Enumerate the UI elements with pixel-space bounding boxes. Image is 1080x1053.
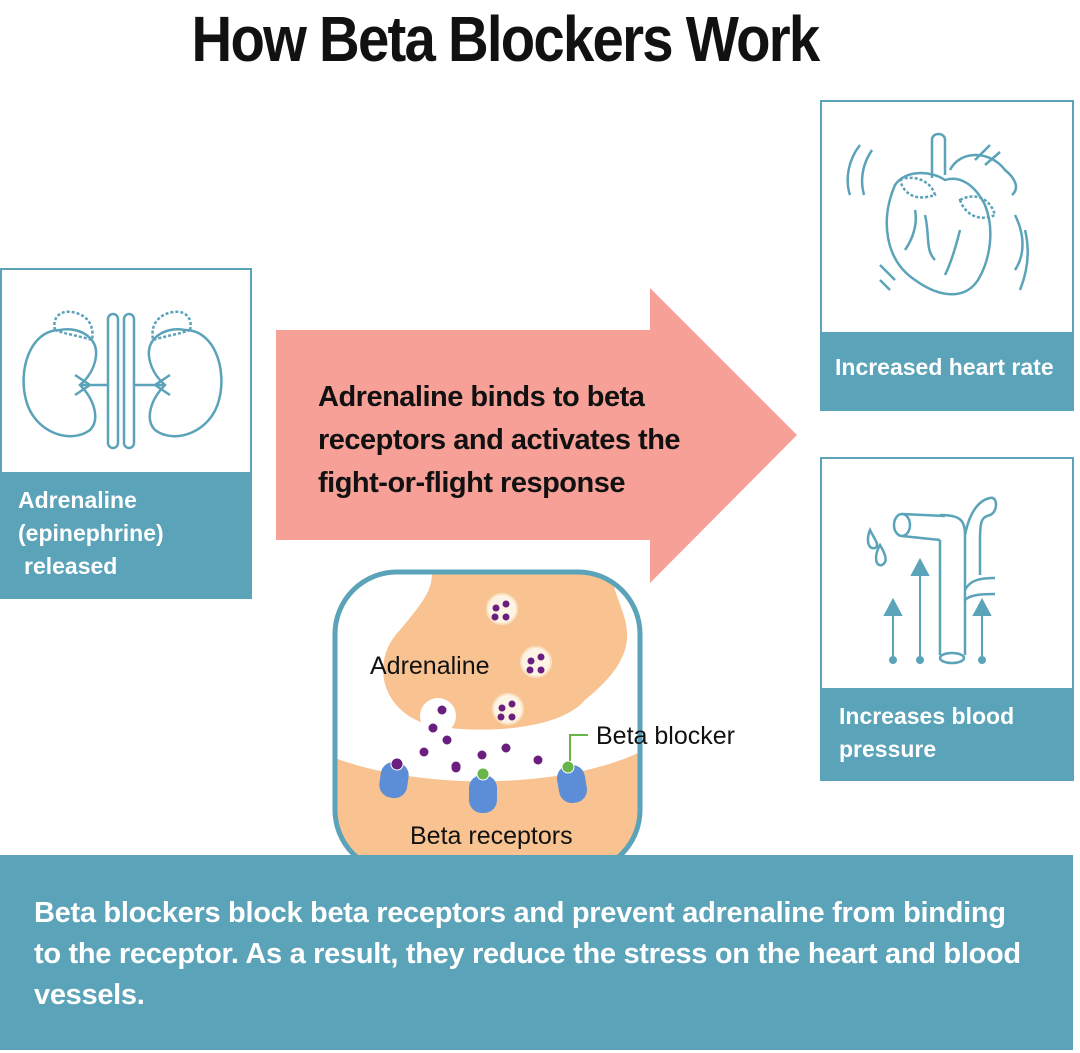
beta-receptors-label: Beta receptors (410, 822, 573, 850)
beta-receptors (379, 761, 588, 813)
process-arrow (276, 288, 797, 583)
label-line: (epinephrine) (18, 520, 164, 546)
arrow-text-line: receptors and activates the (318, 424, 681, 456)
adrenaline-label: Adrenaline (370, 652, 490, 680)
beta-blocker-molecule (561, 760, 575, 774)
beta-blocker-label: Beta blocker (596, 722, 735, 750)
summary-banner: Beta blockers block beta receptors and p… (0, 855, 1073, 1050)
label-line: Increases blood (839, 703, 1015, 729)
blood-vessel-icon (866, 496, 998, 665)
arrow-text-line: fight-or-flight response (318, 467, 625, 499)
adrenaline-molecules (419, 600, 545, 773)
label-line: released (24, 553, 118, 579)
label-line: pressure (839, 736, 937, 762)
bound-adrenaline (390, 757, 404, 771)
arrow-text-line: Adrenaline binds to beta (318, 381, 645, 413)
arrow-text: Adrenaline binds to beta receptors and a… (318, 376, 681, 505)
adrenaline-release-label: Adrenaline (epinephrine) released (0, 472, 252, 599)
heart-icon (846, 132, 1029, 296)
beta-blocker-molecule (476, 767, 490, 781)
kidneys-adrenal-icon (22, 310, 223, 450)
blood-pressure-label: Increases blood pressure (820, 688, 1074, 781)
pressure-arrows (883, 557, 992, 664)
label-line: Adrenaline (18, 487, 137, 513)
page-title: How Beta Blockers Work (191, 3, 821, 75)
presynaptic-terminal (383, 572, 628, 730)
beta-blocker-pointer (569, 734, 588, 761)
heart-rate-label: Increased heart rate (820, 332, 1074, 411)
